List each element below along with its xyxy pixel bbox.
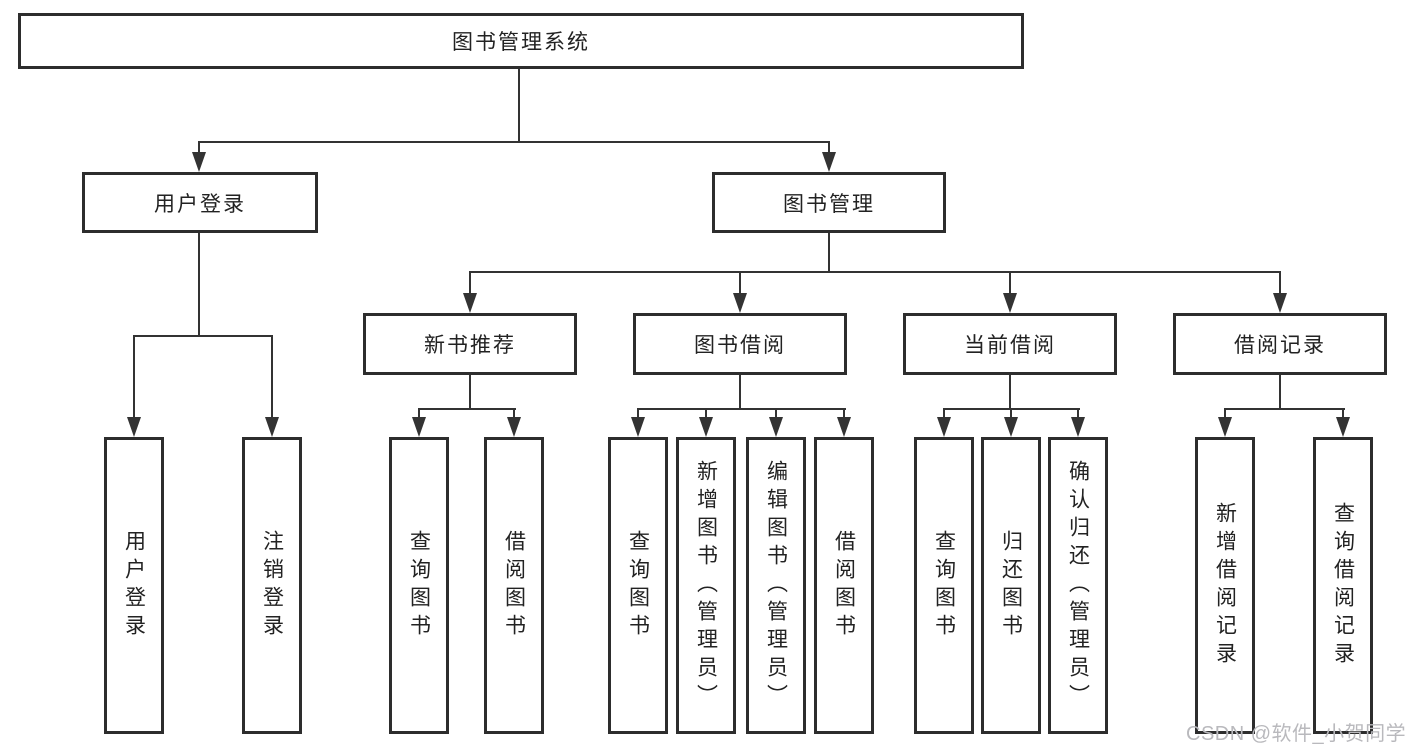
connector-line <box>843 408 845 419</box>
node-book-borrowing-label: 图书借阅 <box>694 334 786 357</box>
node-user-login: 用户登录 <box>82 172 318 233</box>
connector-line <box>775 408 777 419</box>
arrow-down-icon <box>769 417 783 437</box>
leaf-edit-book-admin-label: 编辑图书（管理员） <box>764 459 788 712</box>
arrow-down-icon <box>1003 293 1017 313</box>
arrow-down-icon <box>1071 417 1085 437</box>
connector-line <box>739 271 741 295</box>
connector-line <box>133 335 273 337</box>
arrow-down-icon <box>937 417 951 437</box>
arrow-down-icon <box>1004 417 1018 437</box>
connector-line <box>1077 408 1079 419</box>
csdn-watermark: CSDN @软件_小贺同学 <box>1186 723 1405 745</box>
leaf-query-borrow-record-label: 查询借阅记录 <box>1331 501 1355 670</box>
node-current-borrowing: 当前借阅 <box>903 313 1117 375</box>
arrow-down-icon <box>699 417 713 437</box>
connector-line <box>943 408 945 419</box>
leaf-recommend-query-book: 查询图书 <box>389 437 449 734</box>
arrow-down-icon <box>1336 417 1350 437</box>
connector-line <box>1224 408 1226 419</box>
leaf-recommend-borrow-book: 借阅图书 <box>484 437 544 734</box>
connector-line <box>1009 271 1011 295</box>
leaf-edit-book-admin: 编辑图书（管理员） <box>746 437 806 734</box>
leaf-logout: 注销登录 <box>242 437 302 734</box>
arrow-down-icon <box>127 417 141 437</box>
leaf-recommend-query-book-label: 查询图书 <box>407 529 431 642</box>
connector-line <box>1010 408 1012 419</box>
node-book-management: 图书管理 <box>712 172 946 233</box>
connector-line <box>198 141 830 143</box>
node-book-borrowing: 图书借阅 <box>633 313 847 375</box>
arrow-down-icon <box>733 293 747 313</box>
leaf-query-borrow-record: 查询借阅记录 <box>1313 437 1373 734</box>
connector-line <box>739 375 741 410</box>
arrow-down-icon <box>412 417 426 437</box>
leaf-add-book-admin-label: 新增图书（管理员） <box>694 459 718 712</box>
leaf-current-query-book: 查询图书 <box>914 437 974 734</box>
node-borrowing-records-label: 借阅记录 <box>1234 334 1326 357</box>
connector-line <box>469 375 471 410</box>
connector-line <box>469 271 1281 273</box>
connector-line <box>705 408 707 419</box>
arrow-down-icon <box>192 152 206 172</box>
arrow-down-icon <box>463 293 477 313</box>
leaf-logout-label: 注销登录 <box>260 529 284 642</box>
connector-line <box>828 141 830 155</box>
leaf-add-book-admin: 新增图书（管理员） <box>676 437 736 734</box>
node-user-login-label: 用户登录 <box>154 192 246 216</box>
leaf-add-borrow-record: 新增借阅记录 <box>1195 437 1255 734</box>
connector-line <box>1224 408 1345 410</box>
leaf-confirm-return-admin-label: 确认归还（管理员） <box>1066 459 1090 712</box>
node-book-management-label: 图书管理 <box>783 192 875 216</box>
node-borrowing-records: 借阅记录 <box>1173 313 1387 375</box>
leaf-add-borrow-record-label: 新增借阅记录 <box>1213 501 1237 670</box>
arrow-down-icon <box>507 417 521 437</box>
leaf-borrowing-borrow-book-label: 借阅图书 <box>832 529 856 642</box>
node-root-label: 图书管理系统 <box>452 31 590 54</box>
connector-line <box>418 408 516 410</box>
node-new-book-recommend: 新书推荐 <box>363 313 577 375</box>
leaf-user-login-label: 用户登录 <box>122 529 146 642</box>
connector-line <box>469 271 471 295</box>
node-current-borrowing-label: 当前借阅 <box>964 334 1056 357</box>
connector-line <box>637 408 639 419</box>
node-root: 图书管理系统 <box>18 13 1024 69</box>
leaf-borrowing-borrow-book: 借阅图书 <box>814 437 874 734</box>
connector-line <box>133 335 135 419</box>
connector-line <box>1342 408 1344 419</box>
arrow-down-icon <box>1218 417 1232 437</box>
connector-line <box>828 233 830 273</box>
leaf-return-book-label: 归还图书 <box>999 529 1023 642</box>
arrow-down-icon <box>631 417 645 437</box>
arrow-down-icon <box>265 417 279 437</box>
connector-line <box>271 335 273 419</box>
connector-line <box>198 233 200 335</box>
connector-line <box>513 408 515 419</box>
connector-line <box>418 408 420 419</box>
connector-line <box>1279 375 1281 410</box>
node-new-book-recommend-label: 新书推荐 <box>424 334 516 357</box>
leaf-return-book: 归还图书 <box>981 437 1041 734</box>
leaf-recommend-borrow-book-label: 借阅图书 <box>502 529 526 642</box>
arrow-down-icon <box>837 417 851 437</box>
arrow-down-icon <box>822 152 836 172</box>
leaf-borrowing-query-book: 查询图书 <box>608 437 668 734</box>
arrow-down-icon <box>1273 293 1287 313</box>
leaf-borrowing-query-book-label: 查询图书 <box>626 529 650 642</box>
connector-line <box>198 141 200 155</box>
leaf-confirm-return-admin: 确认归还（管理员） <box>1048 437 1108 734</box>
connector-line <box>637 408 846 410</box>
leaf-user-login: 用户登录 <box>104 437 164 734</box>
connector-line <box>1279 271 1281 295</box>
connector-line <box>1009 375 1011 410</box>
leaf-current-query-book-label: 查询图书 <box>932 529 956 642</box>
connector-line <box>518 69 520 141</box>
